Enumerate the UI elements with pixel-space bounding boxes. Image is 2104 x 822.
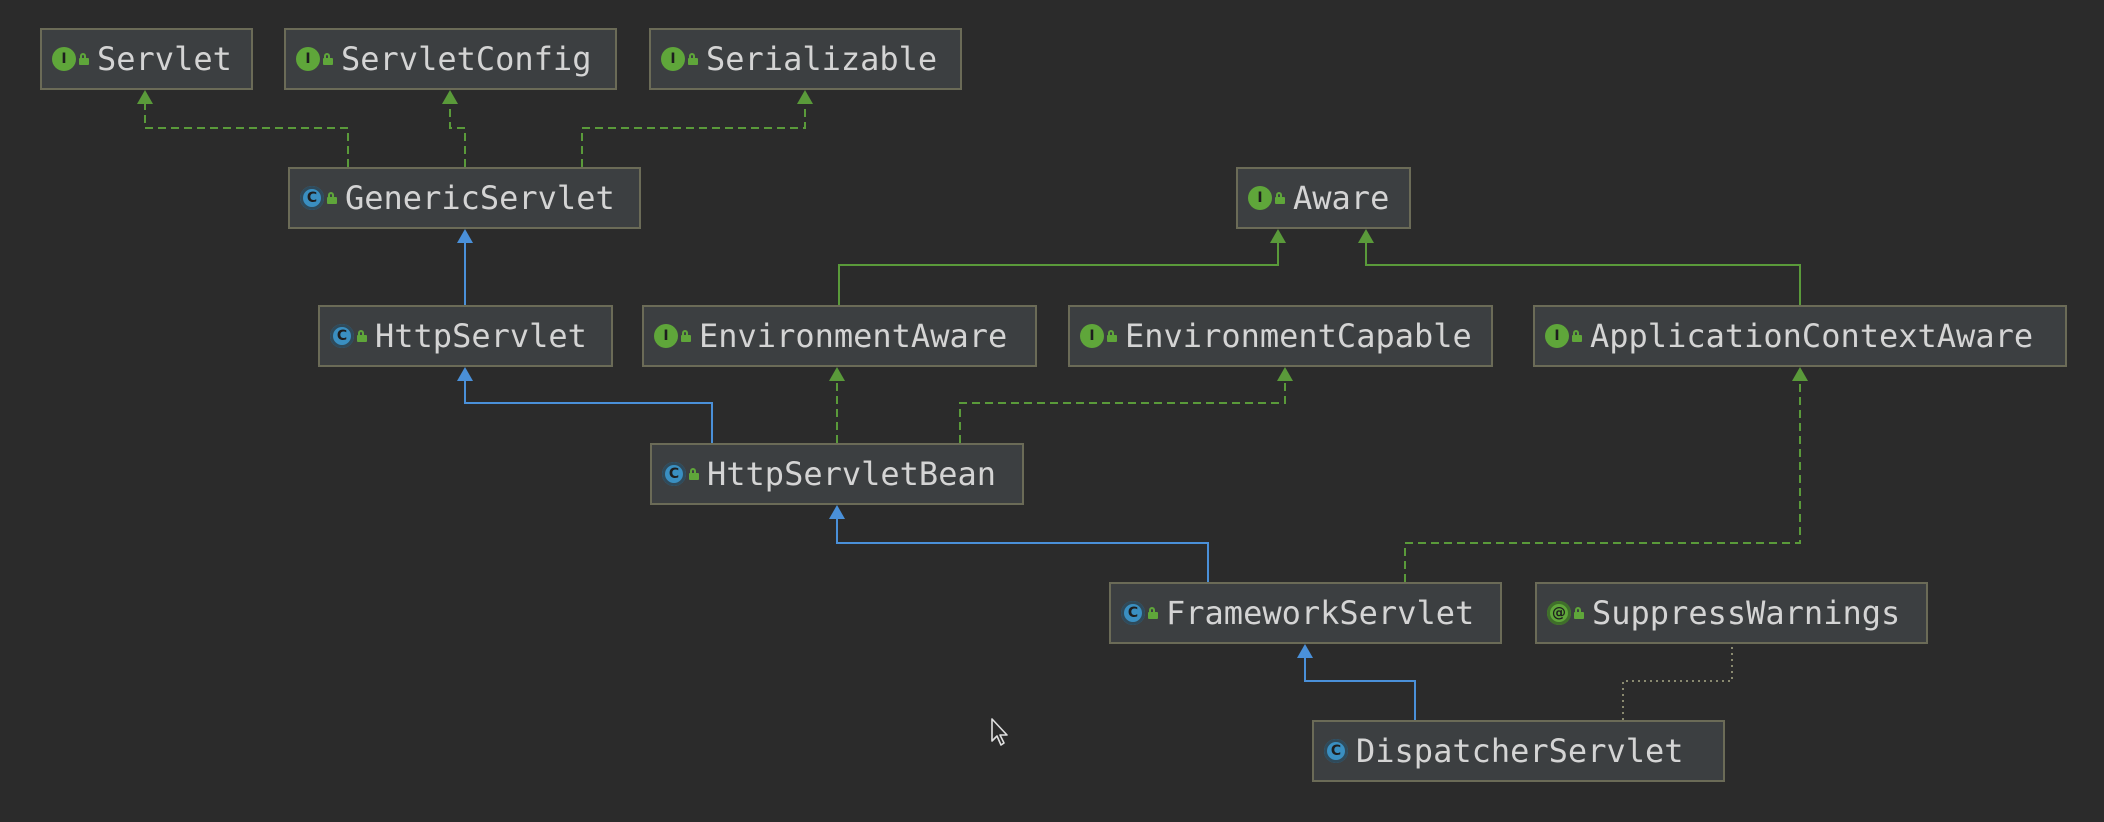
node-label: ApplicationContextAware (1590, 317, 2034, 355)
node-httpservletbean[interactable]: C HttpServletBean (650, 443, 1024, 505)
interface-icon: I (1545, 324, 1582, 348)
relation-implements-httpservletbean-environmentcapable (959, 367, 1293, 443)
relation-implements-genericservlet-servletconfig (442, 90, 466, 167)
interface-icon: I (661, 47, 698, 71)
abstract-class-icon: C (662, 462, 699, 486)
arrowhead-icon (457, 367, 473, 381)
arrowhead-icon (1270, 229, 1286, 243)
node-environmentaware[interactable]: I EnvironmentAware (642, 305, 1037, 367)
relation-line (1622, 646, 1733, 720)
node-environmentcapable[interactable]: I EnvironmentCapable (1068, 305, 1493, 367)
node-label: ServletConfig (341, 40, 592, 78)
node-frameworkservlet[interactable]: C FrameworkServlet (1109, 582, 1502, 644)
arrowhead-icon (137, 90, 153, 104)
interface-icon: I (1248, 186, 1285, 210)
node-dispatcherservlet[interactable]: C DispatcherServlet (1312, 720, 1725, 782)
abstract-class-icon: C (330, 324, 367, 348)
arrowhead-icon (829, 367, 845, 381)
relation-extends-httpservlet-genericservlet (457, 229, 473, 305)
node-label: EnvironmentAware (699, 317, 1008, 355)
relation-extends-frameworkservlet-httpservletbean (829, 505, 1209, 582)
relation-implements-genericservlet-servlet (137, 90, 349, 167)
relation-line (1304, 646, 1416, 720)
relation-line (1365, 231, 1801, 305)
interface-icon: I (1080, 324, 1117, 348)
node-suppresswarnings[interactable]: @ SuppressWarnings (1535, 582, 1928, 644)
node-label: HttpServlet (375, 317, 587, 355)
relation-extends-httpservletbean-httpservlet (457, 367, 713, 443)
relation-line (959, 369, 1286, 443)
arrowhead-icon (442, 90, 458, 104)
interface-icon: I (52, 47, 89, 71)
relation-annotated-with-dispatcherservlet-suppresswarnings (1622, 646, 1733, 720)
relation-line (838, 231, 1279, 305)
node-label: Serializable (706, 40, 938, 78)
relation-line (581, 92, 806, 167)
interface-icon: I (296, 47, 333, 71)
node-servlet[interactable]: I Servlet (40, 28, 253, 90)
arrowhead-icon (1792, 367, 1808, 381)
node-label: EnvironmentCapable (1125, 317, 1472, 355)
relation-implements-frameworkservlet-applicationcontextaware (1404, 367, 1808, 582)
arrowhead-icon (797, 90, 813, 104)
relation-line (464, 369, 713, 443)
abstract-class-icon: C (300, 186, 337, 210)
node-label: GenericServlet (345, 179, 615, 217)
relation-line (836, 507, 1209, 582)
class-icon: C (1324, 739, 1348, 763)
relation-extends-interface-environmentaware-aware (838, 229, 1286, 305)
node-label: Aware (1293, 179, 1390, 217)
arrowhead-icon (1358, 229, 1374, 243)
arrowhead-icon (1277, 367, 1293, 381)
mouse-cursor-icon (991, 718, 1008, 746)
node-label: HttpServletBean (707, 455, 996, 493)
node-servletconfig[interactable]: I ServletConfig (284, 28, 617, 90)
relation-extends-dispatcherservlet-frameworkservlet (1297, 644, 1416, 720)
arrowhead-icon (457, 229, 473, 243)
relation-line (144, 92, 349, 167)
node-aware[interactable]: I Aware (1236, 167, 1411, 229)
relation-extends-interface-applicationcontextaware-aware (1358, 229, 1801, 305)
node-label: Servlet (97, 40, 232, 78)
relation-implements-genericservlet-serializable (581, 90, 813, 167)
arrowhead-icon (829, 505, 845, 519)
node-applicationcontextaware[interactable]: I ApplicationContextAware (1533, 305, 2067, 367)
node-genericservlet[interactable]: C GenericServlet (288, 167, 641, 229)
arrowhead-icon (1297, 644, 1313, 658)
relation-line (449, 92, 466, 167)
node-httpservlet[interactable]: C HttpServlet (318, 305, 613, 367)
node-serializable[interactable]: I Serializable (649, 28, 962, 90)
node-label: FrameworkServlet (1166, 594, 1475, 632)
abstract-class-icon: C (1121, 601, 1158, 625)
relation-implements-httpservletbean-environmentaware (829, 367, 845, 443)
relation-line (1404, 369, 1801, 582)
node-label: DispatcherServlet (1356, 732, 1684, 770)
annotation-icon: @ (1547, 601, 1584, 625)
node-label: SuppressWarnings (1592, 594, 1901, 632)
interface-icon: I (654, 324, 691, 348)
